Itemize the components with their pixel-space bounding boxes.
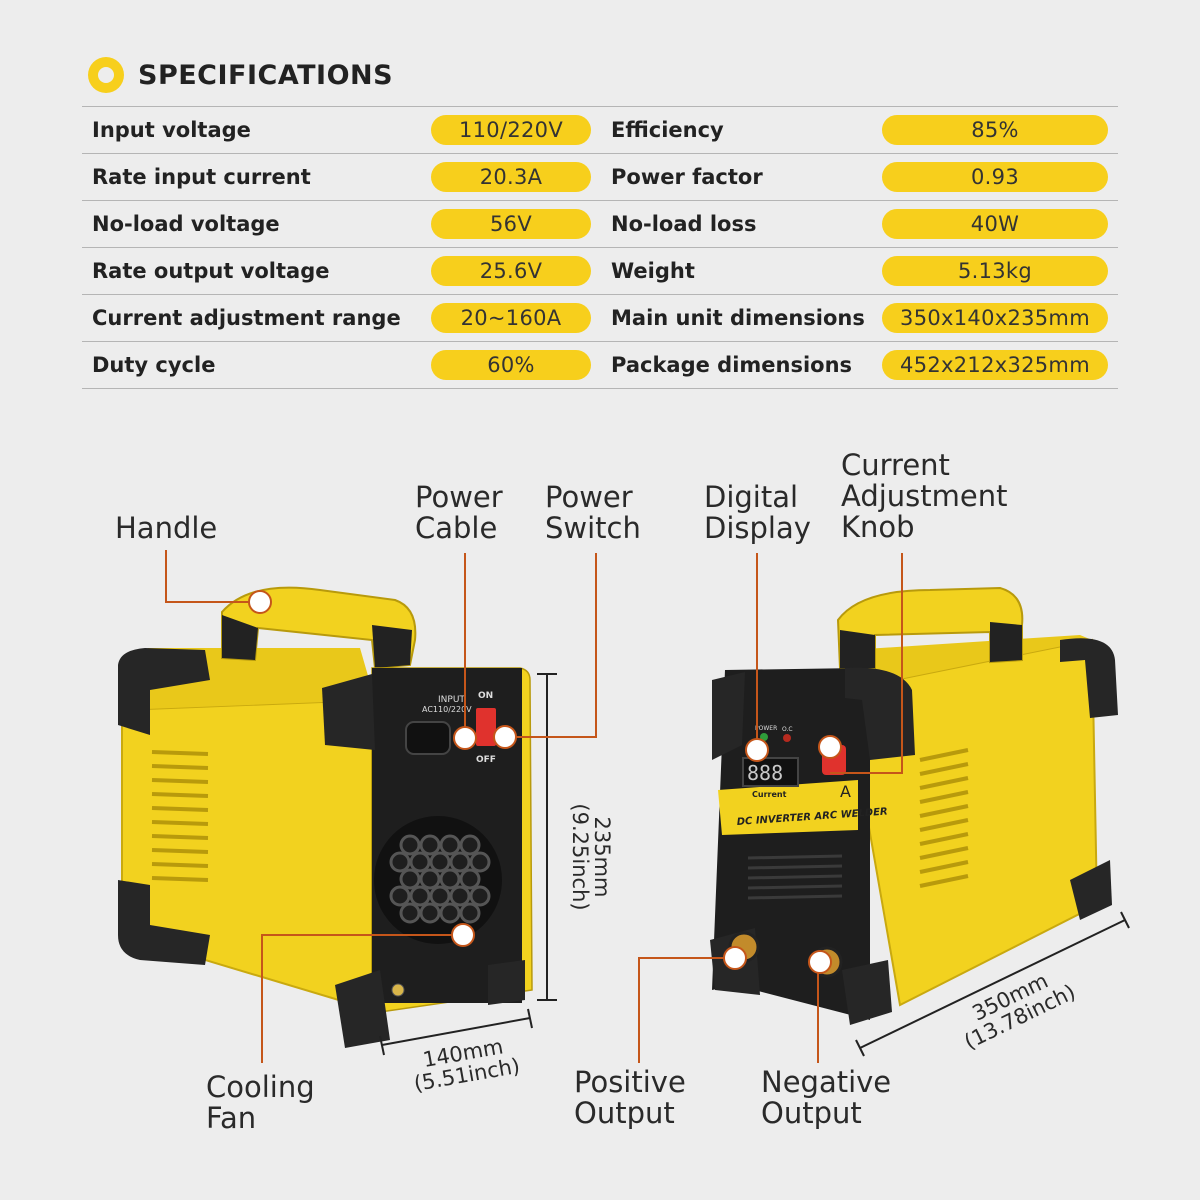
oc-led <box>783 734 791 742</box>
spec-value: 5.13kg <box>882 256 1108 286</box>
callout-line: Negative <box>761 1065 892 1099</box>
callout-line: Adjustment <box>841 479 1008 513</box>
spec-value: 452x212x325mm <box>882 350 1108 380</box>
dimension-lines <box>379 673 1130 1057</box>
spec-label: Efficiency <box>611 118 724 142</box>
left-welder-unit: INPUT AC110/220V ON OFF <box>118 586 533 1048</box>
dimension-inch: (9.25inch) <box>568 803 592 911</box>
power-switch-callout: Power Switch <box>545 482 641 544</box>
spec-table: Input voltage 110/220V Efficiency 85% Ra… <box>82 106 1118 389</box>
callout-line: Display <box>704 511 811 545</box>
digital-display <box>742 757 799 787</box>
callout-line: Current <box>841 448 950 482</box>
display-digits: 888 <box>747 761 783 785</box>
spec-value: 350x140x235mm <box>882 303 1108 333</box>
spec-label: Weight <box>611 259 695 283</box>
spec-row: Duty cycle 60% Package dimensions 452x21… <box>82 341 1118 389</box>
spec-value: 56V <box>431 209 591 239</box>
spec-value: 85% <box>882 115 1108 145</box>
callout-line: Output <box>761 1096 862 1130</box>
spec-label: Main unit dimensions <box>611 306 865 330</box>
spec-value: 20.3A <box>431 162 591 192</box>
power-cable-gland <box>405 721 451 755</box>
oc-led-label: O.C <box>782 726 793 733</box>
callout-line: Knob <box>841 510 915 544</box>
callout-line: Output <box>574 1096 675 1130</box>
dimension-mm: 235mm <box>590 816 614 898</box>
spec-label: Power factor <box>611 165 763 189</box>
off-label: OFF <box>476 755 496 765</box>
current-label: Current <box>752 790 787 799</box>
spec-label: Current adjustment range <box>92 306 401 330</box>
digital-display-callout: Digital Display <box>704 482 811 544</box>
cooling-fan-callout: Cooling Fan <box>206 1072 315 1134</box>
right-welder-unit: DC INVERTER ARC WELDER A 888 Current POW… <box>710 586 1118 1025</box>
spec-value: 20~160A <box>431 303 591 333</box>
spec-row: No-load voltage 56V No-load loss 40W <box>82 200 1118 247</box>
spec-value: 60% <box>431 350 591 380</box>
spec-row: Current adjustment range 20~160A Main un… <box>82 294 1118 341</box>
spec-label: Duty cycle <box>92 353 216 377</box>
height-dimension-label: 235mm (9.25inch) <box>568 792 614 922</box>
spec-label: Package dimensions <box>611 353 853 377</box>
spec-value: 0.93 <box>882 162 1108 192</box>
power-switch <box>476 708 496 746</box>
circle-bullet-icon <box>88 57 124 93</box>
spec-row: Rate output voltage 25.6V Weight 5.13kg <box>82 247 1118 294</box>
input-label: INPUT <box>438 695 465 705</box>
callout-line: Cooling <box>206 1070 315 1104</box>
callout-line: Switch <box>545 511 641 545</box>
handle-callout: Handle <box>115 511 218 545</box>
spec-value: 40W <box>882 209 1108 239</box>
callout-line: Digital <box>704 480 799 514</box>
spec-row: Rate input current 20.3A Power factor 0.… <box>82 153 1118 200</box>
spec-label: No-load loss <box>611 212 757 236</box>
callout-line: Fan <box>206 1101 257 1135</box>
callout-line: Power <box>545 480 633 514</box>
power-cable-callout: Power Cable <box>415 482 503 544</box>
spec-value: 110/220V <box>431 115 591 145</box>
spec-label: Rate input current <box>92 165 311 189</box>
negative-output-callout: Negative Output <box>761 1067 891 1129</box>
power-led-label: POWER <box>755 725 777 732</box>
callout-line: Cable <box>415 511 498 545</box>
spec-row: Input voltage 110/220V Efficiency 85% <box>82 106 1118 153</box>
callout-dots <box>248 590 842 974</box>
current-knob-callout: Current Adjustment Knob <box>841 450 1008 543</box>
section-title: SPECIFICATIONS <box>138 59 394 91</box>
callout-line: Positive <box>574 1065 686 1099</box>
positive-output-callout: Positive Output <box>574 1067 686 1129</box>
input-voltage-label: AC110/220V <box>422 705 472 714</box>
spec-value: 25.6V <box>431 256 591 286</box>
unit-a-label: A <box>840 782 851 801</box>
spec-label: No-load voltage <box>92 212 280 236</box>
spec-label: Input voltage <box>92 118 251 142</box>
leader-lines <box>165 550 903 1063</box>
callout-line: Power <box>415 480 503 514</box>
on-label: ON <box>478 691 493 701</box>
spec-label: Rate output voltage <box>92 259 330 283</box>
section-header: SPECIFICATIONS <box>88 55 393 95</box>
power-led <box>760 733 768 741</box>
